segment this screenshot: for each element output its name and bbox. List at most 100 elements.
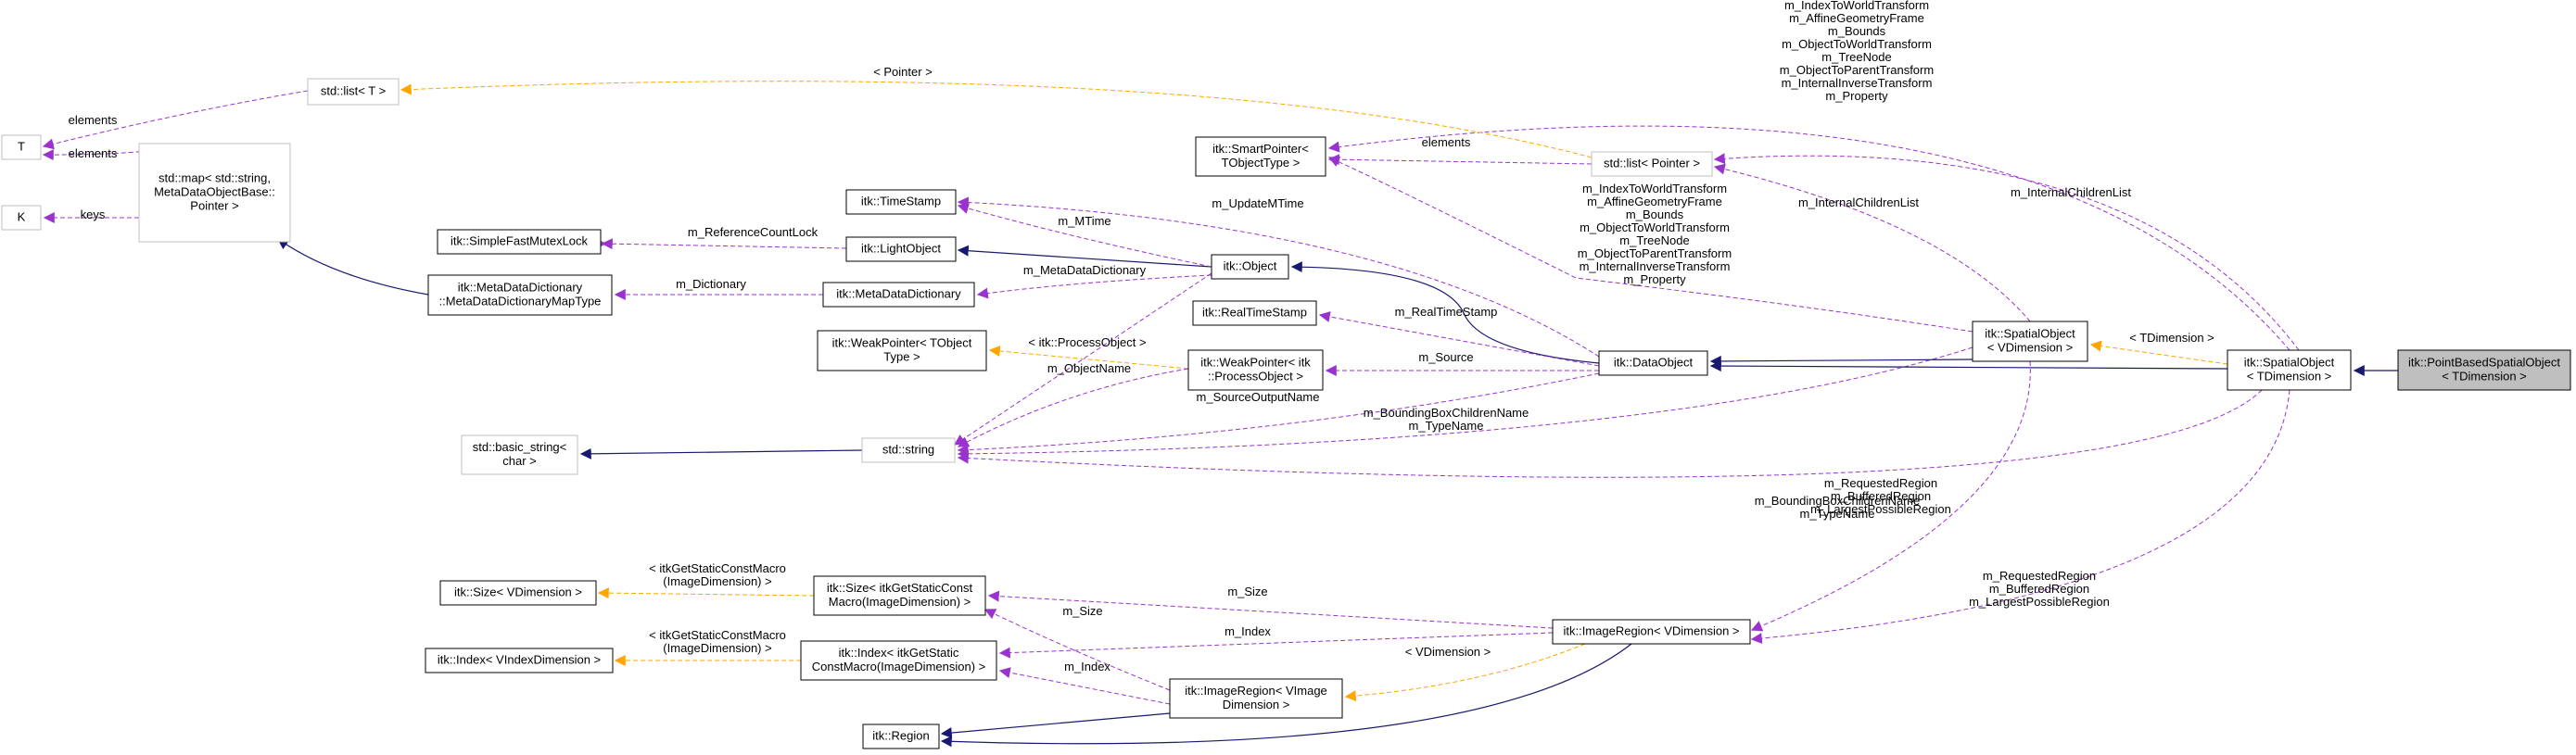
class-node-label: K: [18, 210, 26, 224]
edge-label-line: m_ObjectToParentTransform: [1578, 246, 1732, 260]
template-edge: [988, 346, 1189, 370]
class-node-pointbased[interactable]: itk::PointBasedSpatialObject< TDimension…: [2397, 349, 2571, 391]
edge-label-line: m_Index: [1064, 660, 1110, 673]
class-node-label: Dimension >: [1223, 698, 1290, 711]
usage-edge: [987, 590, 1554, 629]
class-node-label: ::ProcessObject >: [1208, 370, 1303, 384]
usage-edge: [957, 372, 1600, 456]
class-node-label: < VDimension >: [1987, 341, 2074, 355]
class-node-stdlistt[interactable]: std::list< T >: [307, 78, 400, 106]
usage-edge: [1318, 311, 1600, 367]
inherit-edge: [957, 245, 1212, 268]
edge-label-line: m_SourceOutputName: [1197, 390, 1320, 404]
class-node-mutexlock[interactable]: itk::SimpleFastMutexLock: [437, 229, 602, 255]
class-node-mdd[interactable]: itk::MetaDataDictionary: [822, 282, 975, 308]
class-node-label: itk::Index< itkGetStatic: [839, 646, 959, 660]
class-node-spatialt[interactable]: itk::SpatialObject< TDimension >: [2227, 349, 2352, 391]
class-node-box: [1192, 300, 1317, 326]
edge-label: m_Size: [1227, 585, 1267, 598]
class-node-timestamp[interactable]: itk::TimeStamp: [845, 189, 957, 215]
class-node-label: itk::MetaDataDictionary: [836, 287, 961, 301]
edge-label: m_ReferenceCountLock: [688, 225, 818, 239]
class-node-label: Type >: [883, 350, 920, 364]
edge-label-line: m_BoundingBoxChildrenName: [1364, 406, 1529, 420]
class-node-stdstring[interactable]: std::string: [861, 437, 956, 463]
class-node-weakptrt[interactable]: itk::WeakPointer< TObjectType >: [817, 330, 987, 371]
class-node-box: [813, 575, 986, 616]
class-node-t[interactable]: T: [1, 134, 42, 160]
class-node-lightobject[interactable]: itk::LightObject: [845, 236, 957, 262]
edge-label: m_RealTimeStamp: [1395, 305, 1498, 319]
class-node-region[interactable]: itk::Region: [862, 724, 940, 749]
class-node-indexv[interactable]: itk::Index< VIndexDimension >: [425, 648, 614, 673]
class-node-box: [439, 580, 597, 606]
edge-label-line: m_AffineGeometryFrame: [1587, 195, 1722, 208]
edge-label: m_MTime: [1058, 214, 1110, 228]
class-node-spatialv[interactable]: itk::SpatialObject< VDimension >: [1972, 321, 2088, 362]
class-node-label: itk::Region: [872, 729, 929, 743]
edge-label-line: elements: [69, 113, 118, 127]
edge-label-line: m_ObjectToParentTransform: [1780, 63, 1934, 77]
class-node-label: std::string: [882, 443, 934, 457]
edge-label-line: < VDimension >: [1405, 645, 1491, 659]
class-node-weakptrpo[interactable]: itk::WeakPointer< itk::ProcessObject >: [1187, 349, 1324, 391]
edge-label: m_InternalChildrenList: [1798, 195, 1919, 209]
class-node-box: [425, 648, 614, 673]
edge-label-line: m_Bounds: [1626, 208, 1684, 221]
usage-edge: [957, 196, 1600, 358]
class-node-object[interactable]: itk::Object: [1211, 254, 1289, 280]
edge-label-line: m_RealTimeStamp: [1395, 305, 1498, 319]
class-node-box: [2397, 349, 2571, 391]
edge-label-line: m_RequestedRegion: [1824, 476, 1937, 490]
edge-label-line: m_Property: [1825, 89, 1888, 103]
edge-label-line: m_Property: [1623, 272, 1686, 286]
class-node-smartpointer[interactable]: itk::SmartPointer<TObjectType >: [1195, 136, 1326, 177]
edge-label: m_IndexToWorldTransformm_AffineGeometryF…: [1780, 0, 1934, 103]
class-node-indexmacro[interactable]: itk::Index< itkGetStaticConstMacro(Image…: [800, 640, 997, 681]
class-node-sizemacro[interactable]: itk::Size< itkGetStaticConstMacro(ImageD…: [813, 575, 986, 616]
edge-label-line: m_RequestedRegion: [1983, 569, 2096, 583]
class-node-imageregionv[interactable]: itk::ImageRegion< VDimension >: [1552, 619, 1751, 645]
edge-label: m_ObjectName: [1047, 361, 1131, 375]
class-node-box: [822, 282, 975, 308]
edge-label-line: m_Index: [1225, 624, 1271, 638]
edge-label-line: m_BufferedRegion: [1831, 489, 1931, 503]
edge-label-line: m_Bounds: [1828, 24, 1886, 38]
edge-label: < itkGetStaticConstMacro(ImageDimension)…: [649, 561, 786, 588]
class-node-k[interactable]: K: [1, 205, 42, 231]
edge-label-line: < Pointer >: [873, 65, 933, 79]
edge-label-line: m_TreeNode: [1619, 233, 1689, 247]
edge-label-line: m_ObjectToWorldTransform: [1782, 37, 1932, 51]
class-node-label: itk::RealTimeStamp: [1202, 306, 1307, 320]
edge-label-line: m_TreeNode: [1821, 50, 1891, 64]
class-node-basicstring[interactable]: std::basic_string<char >: [461, 434, 578, 475]
class-node-label: < TDimension >: [2247, 370, 2332, 384]
class-node-label: itk::Size< VDimension >: [454, 585, 582, 599]
class-node-box: [437, 229, 602, 255]
class-node-dataobject[interactable]: itk::DataObject: [1598, 350, 1708, 376]
edge-label-line: keys: [81, 208, 106, 221]
edge-label: < Pointer >: [873, 65, 933, 79]
class-node-box: [1211, 254, 1289, 280]
class-node-stdmap[interactable]: std::map< std::string,MetaDataObjectBase…: [138, 143, 291, 243]
class-node-sizev[interactable]: itk::Size< VDimension >: [439, 580, 597, 606]
edge-label-line: m_TypeName: [1409, 419, 1484, 433]
class-node-label: T: [18, 140, 25, 154]
usage-edge: [954, 272, 1212, 446]
class-node-realtimestamp[interactable]: itk::RealTimeStamp: [1192, 300, 1317, 326]
class-node-stdlistptr[interactable]: std::list< Pointer >: [1591, 151, 1713, 177]
class-node-label: itk::SmartPointer<: [1212, 142, 1309, 156]
class-node-label: itk::WeakPointer< TObject: [832, 336, 972, 350]
class-node-label: char >: [502, 454, 537, 468]
edge-label: m_Dictionary: [676, 277, 746, 291]
class-node-label: itk::DataObject: [1614, 356, 1694, 370]
class-node-label: itk::WeakPointer< itk: [1200, 356, 1311, 370]
class-node-label: ::MetaDataDictionaryMapType: [439, 295, 602, 308]
edge-label: m_UpdateMTime: [1212, 196, 1303, 210]
class-node-mddmaptype[interactable]: itk::MetaDataDictionary::MetaDataDiction…: [427, 274, 613, 316]
edge-label-line: < itkGetStaticConstMacro: [649, 628, 786, 642]
